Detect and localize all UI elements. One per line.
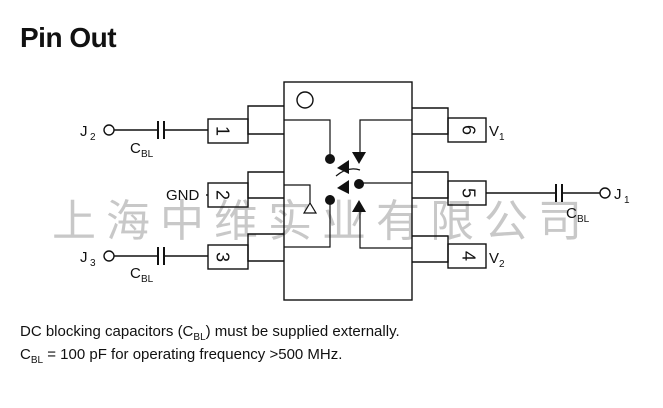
label-cbl-j2: C BL <box>130 140 154 160</box>
capacitor-j1 <box>555 184 563 202</box>
pin-tab-6 <box>412 107 487 143</box>
svg-text:GND: GND <box>166 187 200 204</box>
svg-text:1: 1 <box>624 195 630 206</box>
svg-text:2: 2 <box>90 132 96 143</box>
pin-number-5: 5 <box>458 188 478 198</box>
svg-text:C: C <box>130 265 141 282</box>
pin-number-4: 4 <box>458 251 478 261</box>
terminal-j1 <box>599 187 611 199</box>
capacitor-j3 <box>157 247 165 265</box>
capacitor-j2 <box>157 121 165 139</box>
pin-number-2: 2 <box>212 190 232 200</box>
svg-text:2: 2 <box>499 259 505 270</box>
svg-text:V: V <box>489 250 499 267</box>
svg-text:V: V <box>489 123 499 140</box>
terminal-j2 <box>103 124 115 136</box>
label-cbl-j1: C BL <box>566 205 590 225</box>
label-gnd: GND <box>166 187 200 204</box>
label-j3: J 3 <box>80 249 96 269</box>
label-cbl-j3: C BL <box>130 265 154 285</box>
watermark-text: 上海中维实业有限公司 <box>52 196 592 247</box>
svg-text:BL: BL <box>141 274 154 285</box>
page-title: Pin Out <box>20 22 117 53</box>
label-v2: V 2 <box>489 250 505 270</box>
pin-tab-1 <box>207 105 284 144</box>
svg-text:J: J <box>80 123 88 140</box>
note-dc-blocking: DC blocking capacitors (CBL) must be sup… <box>20 323 400 343</box>
pin-number-6: 6 <box>458 125 478 135</box>
terminal-j3 <box>103 250 115 262</box>
ic-body <box>283 81 413 301</box>
label-j1: J 1 <box>614 186 630 206</box>
pin-number-3: 3 <box>212 252 232 262</box>
label-v1: V 1 <box>489 123 505 143</box>
svg-text:BL: BL <box>141 149 154 160</box>
svg-text:C: C <box>566 205 577 222</box>
svg-text:3: 3 <box>90 258 96 269</box>
pin-tab-4 <box>412 235 487 269</box>
svg-text:J: J <box>80 249 88 266</box>
svg-text:1: 1 <box>499 132 505 143</box>
internal-wiring <box>284 119 412 249</box>
note-cbl-value: CBL = 100 pF for operating frequency >50… <box>20 346 343 366</box>
svg-text:J: J <box>614 186 622 203</box>
pin1-marker <box>296 91 314 109</box>
svg-text:BL: BL <box>577 214 590 225</box>
pin-tab-3 <box>207 233 284 270</box>
switch-symbol <box>302 152 366 214</box>
pin-number-1: 1 <box>212 126 232 136</box>
svg-text:C: C <box>130 140 141 157</box>
label-j2: J 2 <box>80 123 96 143</box>
